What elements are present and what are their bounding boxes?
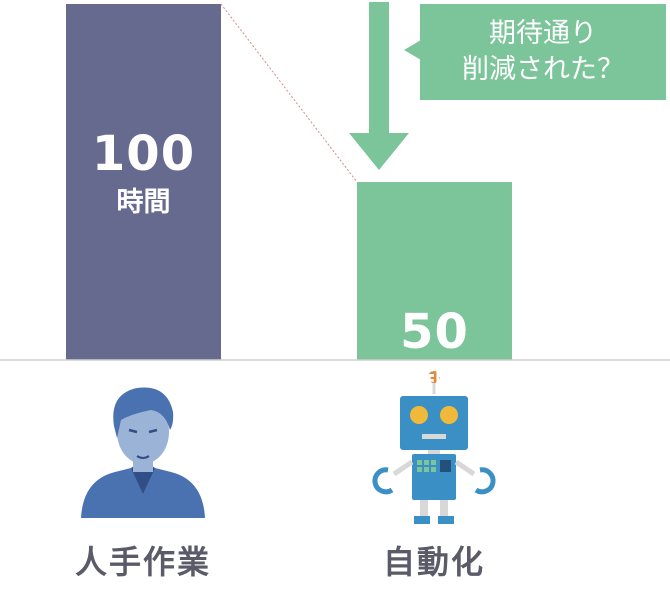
category-label: 自動化 (382, 543, 485, 581)
down-arrow-icon (349, 2, 409, 170)
bar-label-1: 50 時間 (357, 306, 512, 398)
bar-unit-label: 時間 (407, 365, 462, 396)
callout-line-1: 期待通り (489, 18, 597, 49)
callout-tail (404, 40, 421, 60)
robot-icon (372, 371, 496, 524)
bar-label-0: 100 時間 (66, 128, 221, 220)
bar-manual (66, 4, 221, 360)
bar-unit-label: 時間 (116, 187, 171, 218)
person-icon (81, 387, 205, 518)
category-label: 人手作業 (74, 543, 211, 581)
bar-value-label: 100 (91, 126, 196, 182)
callout-line-2: 削減された？ (462, 54, 624, 85)
bar-automation (357, 182, 512, 360)
callout-box: 期待通り 削減された？ (420, 4, 666, 100)
reduction-connector-line (220, 3, 358, 183)
bar-value-label: 50 (400, 304, 469, 360)
